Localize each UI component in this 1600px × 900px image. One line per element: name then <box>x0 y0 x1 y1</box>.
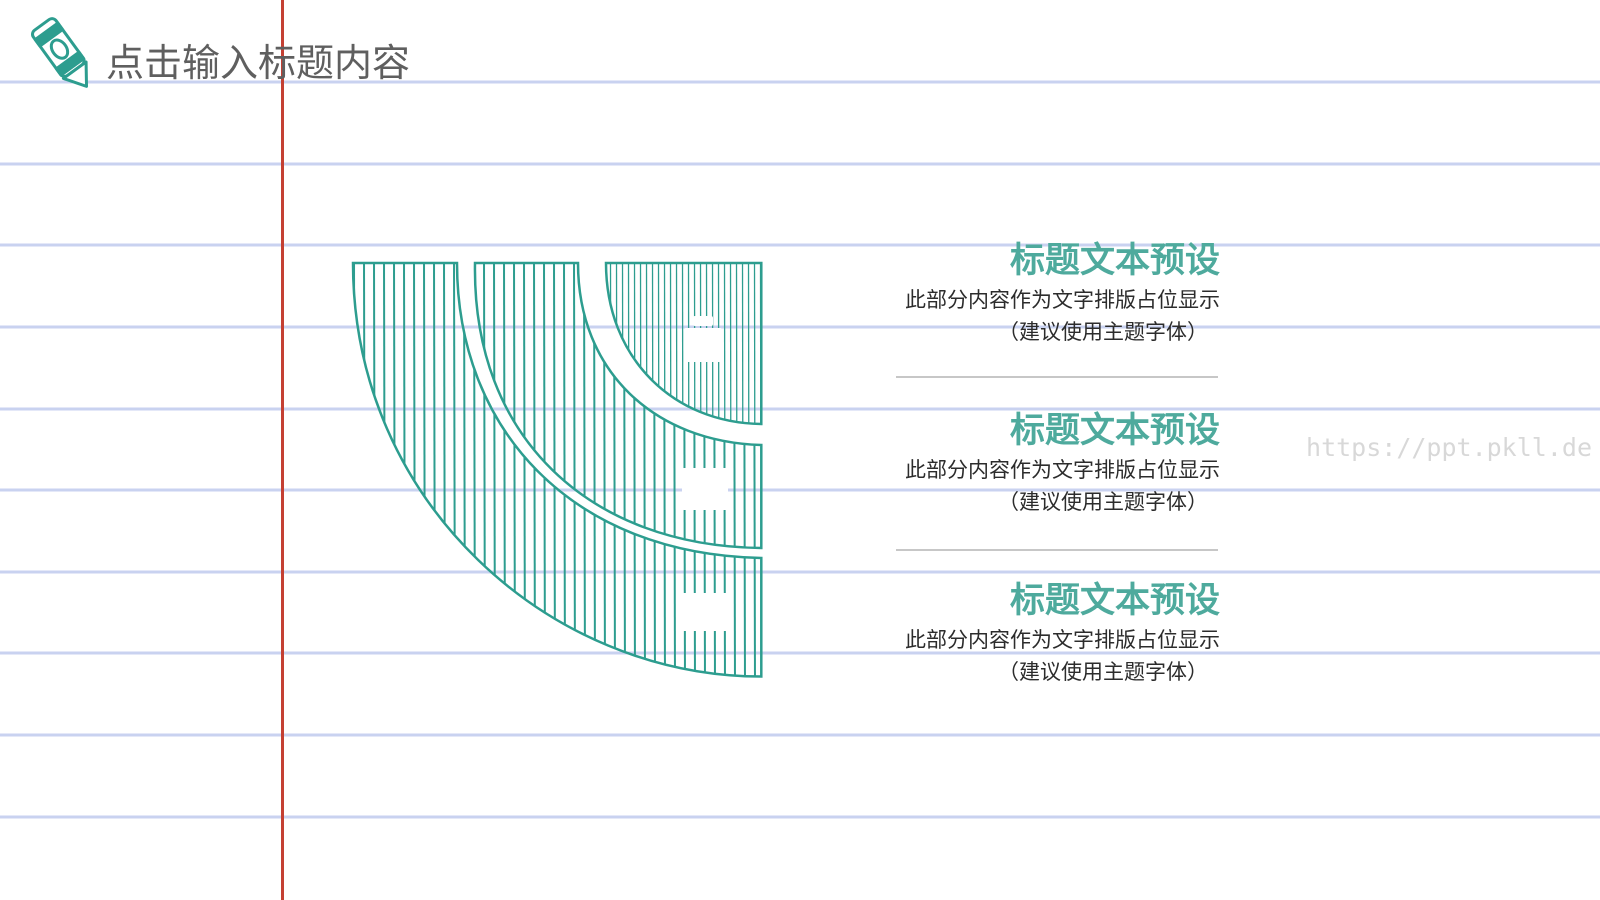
item-heading[interactable]: 标题文本预设 <box>1009 581 1220 621</box>
text-item-1: 标题文本预设 此部分内容作为文字排版占位显示 （建议使用主题字体） <box>860 240 1220 360</box>
item-description-line-2[interactable]: （建议使用主题字体） <box>998 660 1208 684</box>
device-icon <box>676 593 732 631</box>
document-icon <box>682 468 728 510</box>
item-divider <box>896 376 1218 378</box>
item-description-line-2[interactable]: （建议使用主题字体） <box>998 320 1208 344</box>
margin-line <box>281 0 284 900</box>
item-description-line-1[interactable]: 此部分内容作为文字排版占位显示 <box>905 288 1220 312</box>
crayon-icon <box>30 17 89 88</box>
watermark-text: https://ppt.pkll.de <box>1306 433 1592 462</box>
text-blocks: 标题文本预设 此部分内容作为文字排版占位显示 （建议使用主题字体） 标题文本预设… <box>860 240 1250 710</box>
text-item-2: 标题文本预设 此部分内容作为文字排版占位显示 （建议使用主题字体） <box>860 410 1220 530</box>
item-divider <box>896 549 1218 551</box>
item-description-line-2[interactable]: （建议使用主题字体） <box>998 490 1208 514</box>
quarter-ring-diagram <box>351 261 763 678</box>
item-heading[interactable]: 标题文本预设 <box>1009 411 1220 451</box>
text-item-3: 标题文本预设 此部分内容作为文字排版占位显示 （建议使用主题字体） <box>860 580 1220 700</box>
item-description-line-1[interactable]: 此部分内容作为文字排版占位显示 <box>905 628 1220 652</box>
briefcase-icon <box>684 316 722 362</box>
item-description-line-1[interactable]: 此部分内容作为文字排版占位显示 <box>905 458 1220 482</box>
item-heading[interactable]: 标题文本预设 <box>1009 241 1220 281</box>
page-title[interactable]: 点击输入标题内容 <box>106 41 411 85</box>
